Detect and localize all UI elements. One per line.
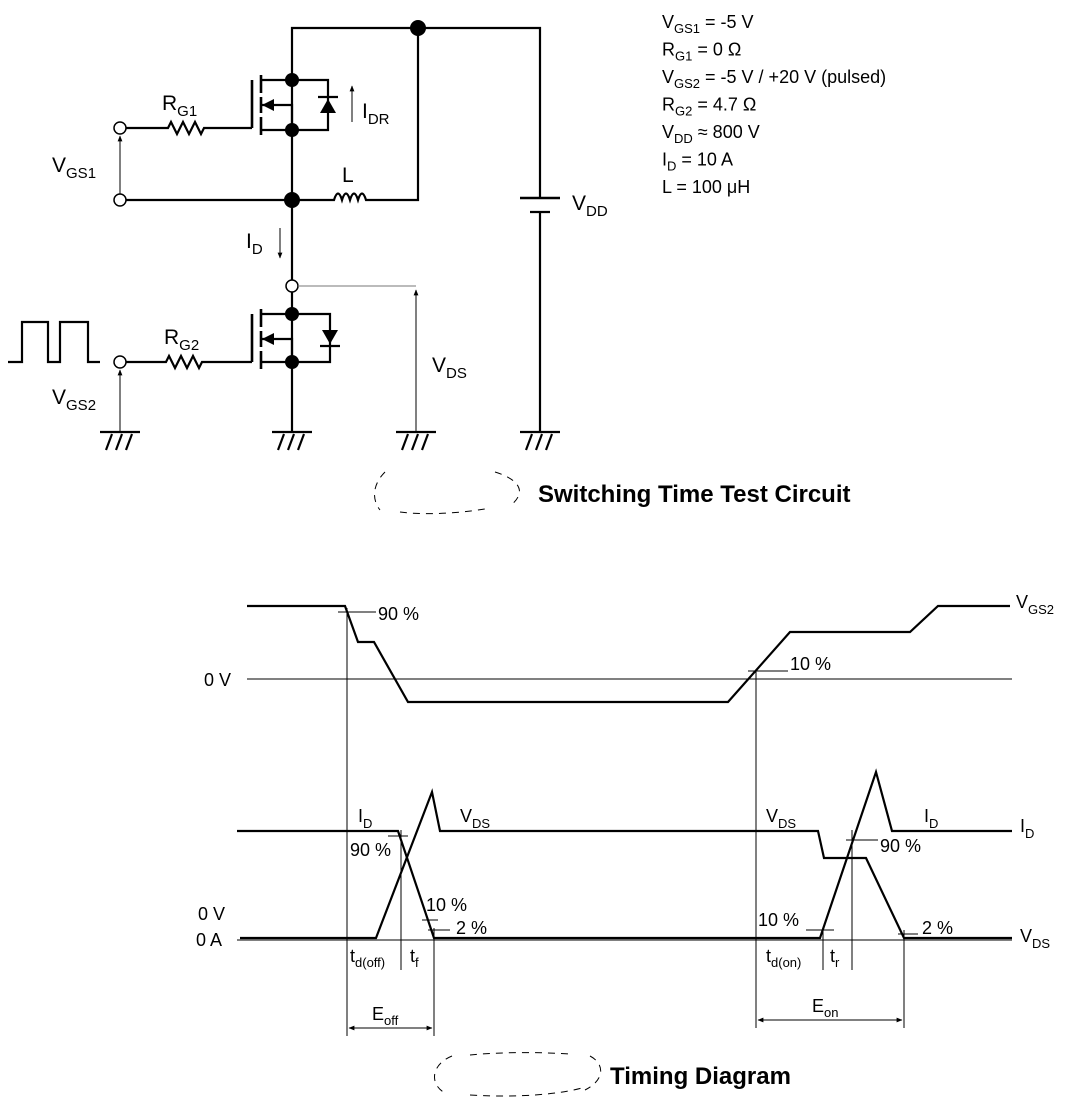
inductor-return-wire	[372, 28, 420, 202]
eon-label: Eon	[812, 996, 838, 1020]
rg1-label: RG1	[162, 92, 197, 120]
inductor-label: L	[342, 164, 354, 187]
vgs2-trace-label: VGS2	[1016, 592, 1054, 617]
id-end-label: ID	[1020, 816, 1034, 841]
gate-zero-label: 0 V	[204, 670, 231, 690]
vgs1-label: VGS1	[52, 154, 96, 182]
circuit-title: Switching Time Test Circuit	[538, 481, 851, 508]
ground-symbol	[520, 430, 560, 451]
ground-symbol	[272, 430, 312, 451]
test-circuit: VDD IDR RG1 VGS1 L	[8, 12, 886, 515]
parameter-list: VGS1 = -5 V RG1 = 0 Ω VGS2 = -5 V / +20 V …	[662, 12, 886, 197]
td-on-label: td(on)	[766, 946, 801, 970]
parameter-line: RG1 = 0 Ω	[662, 40, 741, 64]
right-2-label: 2 %	[922, 918, 953, 938]
left-2-label: 2 %	[456, 918, 487, 938]
parameter-line: VDD ≈ 800 V	[662, 122, 760, 146]
vds-terminal	[285, 279, 299, 293]
upper-mosfet	[250, 73, 338, 200]
vds-label: VDS	[432, 354, 467, 382]
vds-waveform	[240, 788, 1012, 940]
eoff-label: Eoff	[372, 1004, 399, 1028]
zero-v-label: 0 V	[198, 904, 225, 924]
vgs2-terminal	[113, 355, 127, 369]
parameter-line: L = 100 μH	[662, 177, 750, 197]
inductor-coil	[292, 192, 372, 204]
vgs2-label: VGS2	[52, 386, 96, 414]
pulse-waveform	[8, 320, 100, 364]
parameter-line: VGS1 = -5 V	[662, 12, 754, 36]
parameter-line: VGS2 = -5 V / +20 V (pulsed)	[662, 67, 886, 91]
id-left-label: ID	[358, 806, 372, 831]
rg1-resistor	[126, 119, 252, 137]
right-90-label: 90 %	[880, 836, 921, 856]
title-bubble-outline	[434, 1052, 602, 1097]
vdd-battery	[520, 196, 560, 432]
right-10-label: 10 %	[758, 910, 799, 930]
vdd-label: VDD	[572, 192, 608, 220]
rg2-resistor	[126, 353, 252, 371]
vds-end-label: VDS	[1020, 926, 1050, 951]
ground-symbol	[100, 430, 140, 451]
tf-label: tf	[410, 946, 419, 970]
tr-label: tr	[830, 946, 840, 970]
vds-right-label: VDS	[766, 806, 796, 831]
left-10-label: 10 %	[426, 895, 467, 915]
id-waveform	[237, 768, 1012, 940]
lower-mosfet	[250, 292, 340, 432]
vgs2-waveform	[247, 604, 1010, 704]
id-right-label: ID	[924, 806, 938, 831]
vds-left-label: VDS	[460, 806, 490, 831]
parameter-line: ID = 10 A	[662, 150, 733, 174]
title-bubble-outline	[374, 471, 520, 515]
gate-10-label: 10 %	[790, 654, 831, 674]
ground-symbol	[396, 430, 436, 451]
idr-label: IDR	[362, 100, 390, 128]
id-label: ID	[246, 230, 263, 258]
parameter-line: RG2 = 4.7 Ω	[662, 95, 756, 119]
td-off-label: td(off)	[350, 946, 385, 970]
rg2-label: RG2	[164, 326, 199, 354]
vgs1-terminal-bottom	[113, 193, 127, 207]
gate-90-label: 90 %	[378, 604, 419, 624]
vgs1-terminal-top	[113, 121, 127, 135]
timing-title: Timing Diagram	[610, 1063, 791, 1090]
timing-diagram: VGS2 0 V 90 % 10 % ID VDS 90 % 10 % 2 % …	[196, 592, 1054, 1097]
left-90-label: 90 %	[350, 840, 391, 860]
zero-a-label: 0 A	[196, 930, 222, 950]
